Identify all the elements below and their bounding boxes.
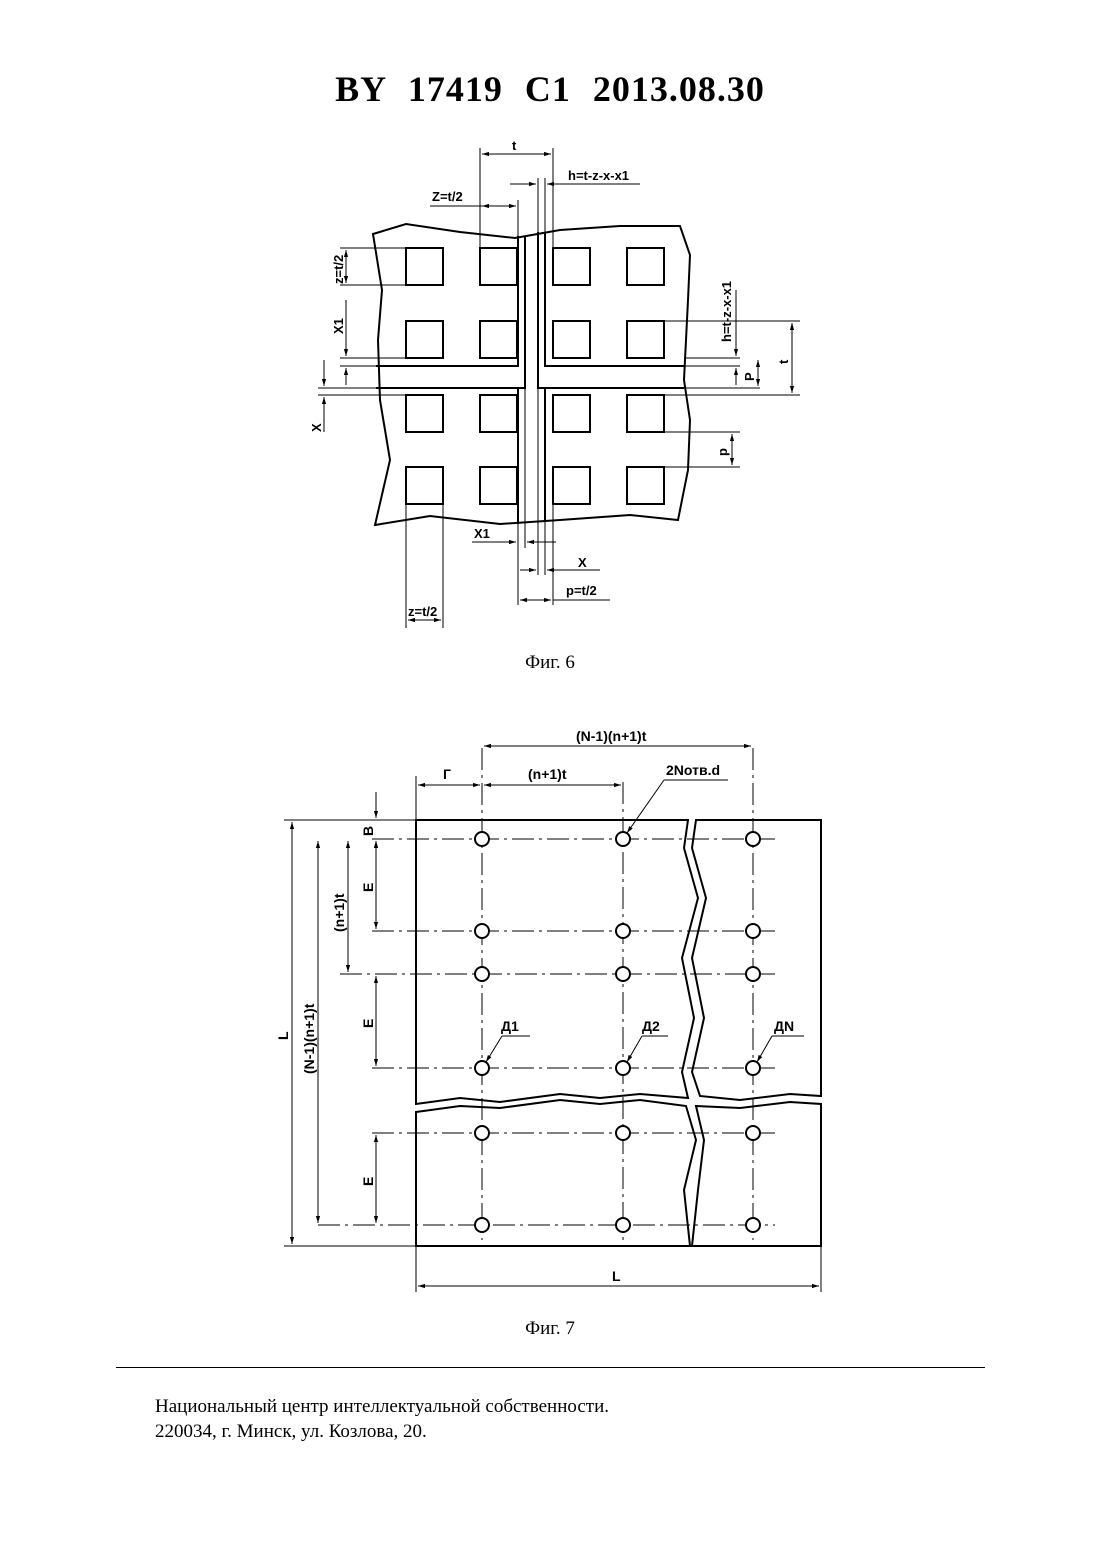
footer-divider	[116, 1367, 985, 1368]
fig7-label-top-total: (N-1)(n+1)t	[576, 728, 647, 744]
footer-organization: Национальный центр интеллектуальной собс…	[155, 1396, 609, 1418]
fig7-label-n-pitch-vertical: (n+1)t	[331, 893, 347, 932]
footer-address: 220034, г. Минск, ул. Козлова, 20.	[155, 1421, 427, 1443]
fig7-label-d1: Д1	[501, 1018, 519, 1034]
fig7-label-e1: E	[360, 883, 376, 892]
fig7-label-l-vertical: L	[275, 1031, 291, 1040]
fig7-label-l-bottom: L	[612, 1268, 621, 1284]
fig7-label-dn: ДN	[774, 1018, 794, 1034]
fig7-label-e3: E	[360, 1177, 376, 1186]
figure-7-drawing: (N-1)(n+1)t Г (n+1)t 2Nотв.d B E E E (n+…	[0, 0, 1100, 1320]
fig7-label-n-pitch: (n+1)t	[528, 766, 567, 782]
fig7-label-b: B	[360, 826, 376, 836]
fig7-label-gamma: Г	[443, 766, 451, 782]
fig7-label-d2: Д2	[642, 1018, 660, 1034]
fig7-label-e2: E	[360, 1019, 376, 1028]
figure-7-caption: Фиг. 7	[0, 1318, 1100, 1340]
fig7-label-total-vertical: (N-1)(n+1)t	[301, 1003, 317, 1074]
fig7-label-holes: 2Nотв.d	[666, 762, 720, 778]
